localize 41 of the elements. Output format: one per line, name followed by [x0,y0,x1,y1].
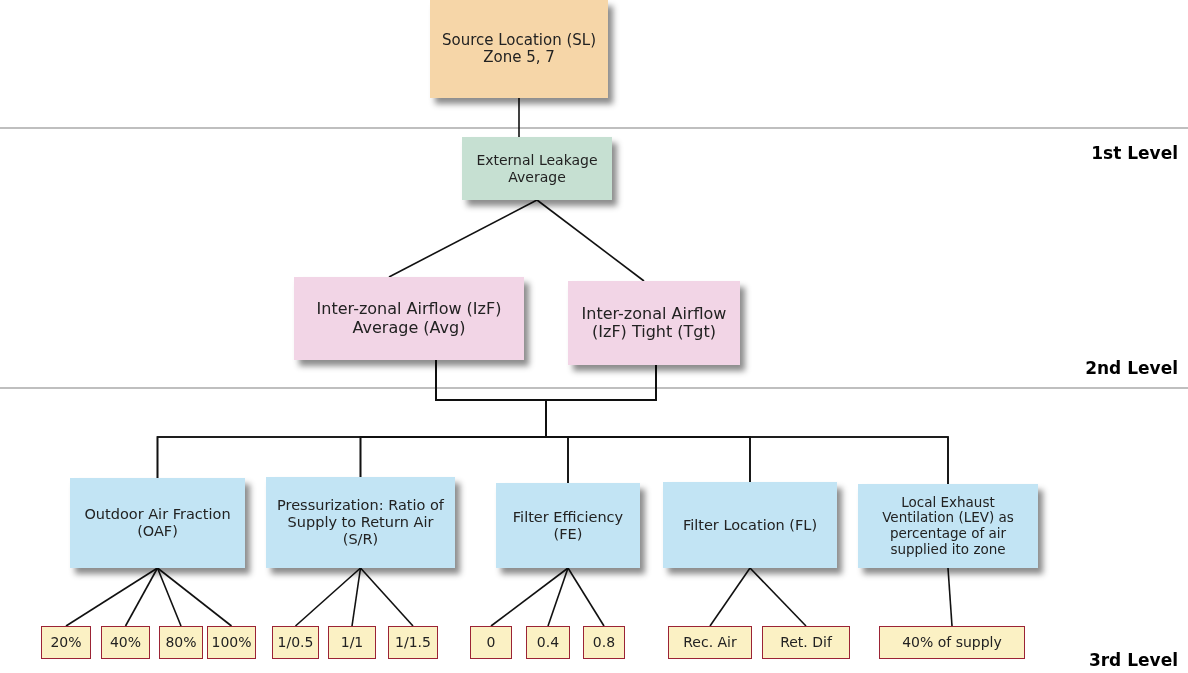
value-box: 1/1 [328,626,376,659]
connector-line [947,567,953,627]
connector-line [359,567,414,627]
value-box: Ret. Dif [762,626,850,659]
connector-line [294,567,362,627]
parameter-box: Filter Location (FL) [663,482,837,568]
source-box: Source Location (SL) Zone 5, 7 [430,0,608,98]
connector-line [749,567,807,627]
connector-line [536,199,645,282]
value-box: 1/0.5 [272,626,319,659]
value-box: 20% [41,626,91,659]
connector-line [351,567,362,627]
connector-line [490,567,569,627]
parameter-box: Local Exhaust Ventilation (LEV) as percentage of air supplied ito zone [858,484,1038,568]
value-box: Rec. Air [668,626,752,659]
factor-box: External Leakage Average [462,137,612,200]
value-box: 0.8 [583,626,625,659]
value-box: 40% of supply [879,626,1025,659]
value-box: 0.4 [526,626,570,659]
connector-line [388,199,538,278]
level-label: 2nd Level [1085,358,1178,378]
value-box: 40% [101,626,150,659]
connector-line [518,97,520,138]
connector-line [567,567,605,627]
connector-line [65,567,159,627]
connector-line [156,567,182,627]
parameter-box: Outdoor Air Fraction (OAF) [70,478,245,568]
connector-line [709,567,751,627]
factor-box: Inter-zonal Airflow (IzF) Tight (Tgt) [568,281,740,365]
value-box: 1/1.5 [388,626,438,659]
level-label: 3rd Level [1088,650,1178,670]
factor-box: Inter-zonal Airflow (IzF) Average (Avg) [294,277,524,360]
value-box: 0 [470,626,512,659]
value-box: 100% [207,626,256,659]
connector-line [156,567,233,627]
value-box: 80% [159,626,203,659]
level-label: 1st Level [1091,143,1178,163]
connector-line [547,567,569,627]
parameter-box: Filter Efficiency (FE) [496,483,640,568]
connector-line [124,567,159,627]
parameter-box: Pressurization: Ratio of Supply to Return Air (S/R) [266,477,455,568]
